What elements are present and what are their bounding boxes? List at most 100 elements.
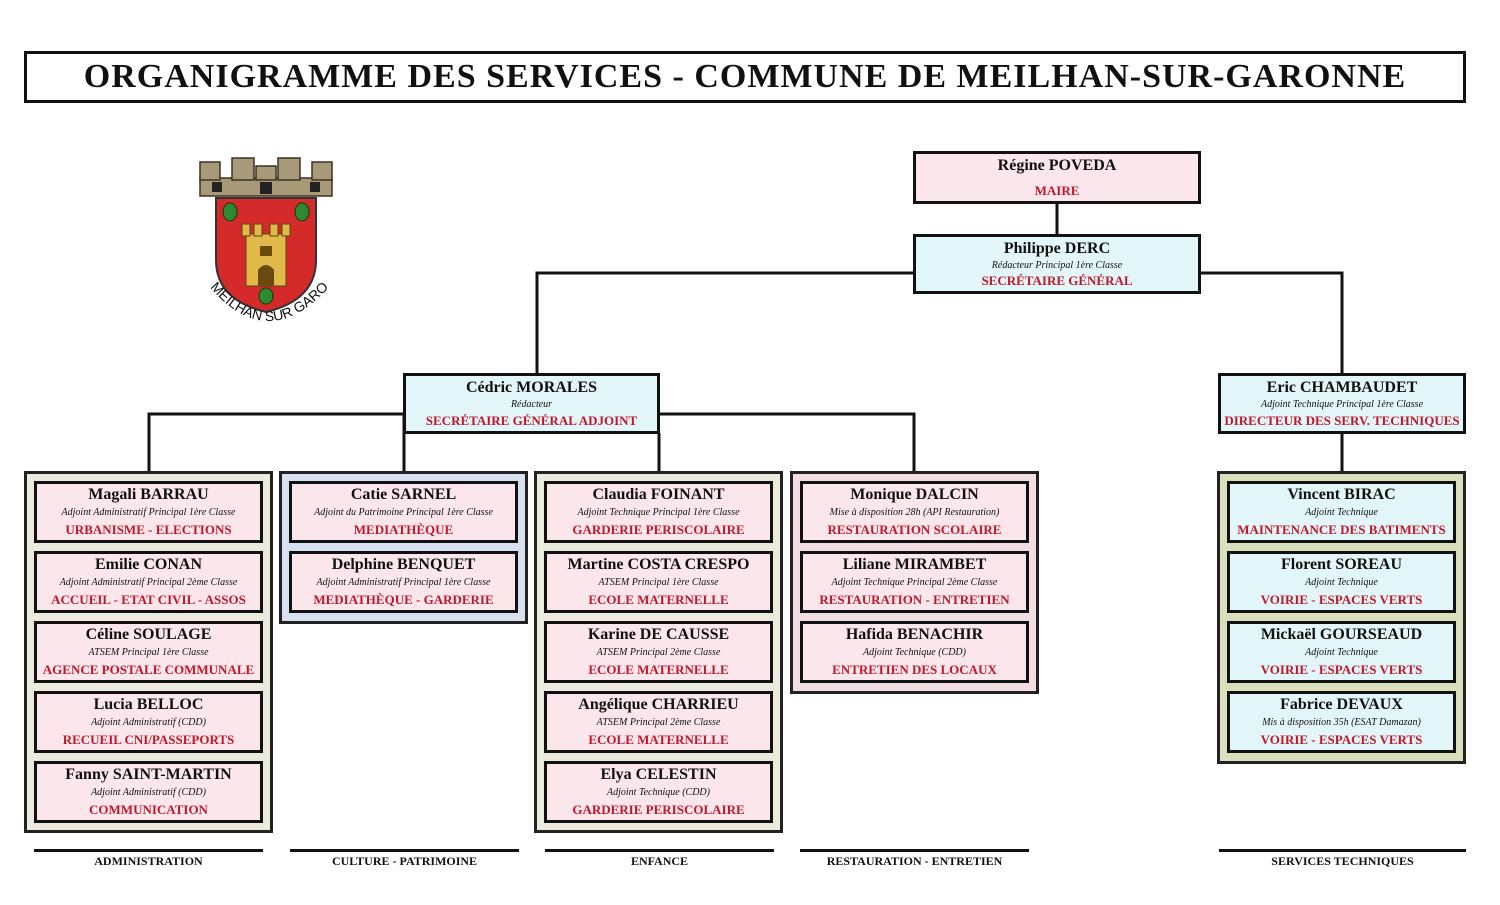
member-name: Elya CELESTIN — [600, 766, 717, 783]
member-function: ECOLE MATERNELLE — [588, 592, 729, 607]
section-label-administration: ADMINISTRATION — [34, 849, 263, 869]
member-function: MAINTENANCE DES BATIMENTS — [1237, 522, 1446, 537]
section-label-services-techniques: SERVICES TECHNIQUES — [1219, 849, 1466, 869]
directeur-technique-grade: Adjoint Technique Principal 1ère Classe — [1260, 399, 1424, 410]
member-function: RESTAURATION - ENTRETIEN — [819, 592, 1010, 607]
directeur-technique-card: Eric CHAMBAUDET Adjoint Technique Princi… — [1218, 373, 1466, 434]
member-name: Florent SOREAU — [1280, 556, 1403, 573]
member-card: Martine COSTA CRESPO ATSEM Principal 1èr… — [544, 551, 773, 613]
member-card: Emilie CONAN Adjoint Administratif Princ… — [34, 551, 263, 613]
connector-sga-right — [659, 412, 916, 472]
secretaire-adjoint-grade: Rédacteur — [510, 399, 553, 410]
member-name: Liliane MIRAMBET — [842, 556, 987, 573]
member-grade: ATSEM Principal 2ème Classe — [596, 647, 721, 658]
section-label-culture: CULTURE - PATRIMOINE — [290, 849, 519, 869]
group-enfance: Claudia FOINANT Adjoint Technique Princi… — [534, 471, 783, 833]
member-function: GARDERIE PERISCOLAIRE — [572, 522, 745, 537]
member-card: Delphine BENQUET Adjoint Administratif P… — [289, 551, 518, 613]
secretaire-general-function: SECRÉTAIRE GÉNÉRAL — [981, 273, 1133, 288]
secretaire-adjoint-name: Cédric MORALES — [465, 379, 598, 396]
member-name: Lucia BELLOC — [93, 696, 204, 713]
member-name: Mickaël GOURSEAUD — [1260, 626, 1423, 643]
maire-function: MAIRE — [1034, 183, 1080, 198]
member-function: VOIRIE - ESPACES VERTS — [1260, 732, 1423, 747]
member-name: Karine DE CAUSSE — [587, 626, 730, 643]
member-name: Magali BARRAU — [88, 486, 209, 503]
member-function: ACCUEIL - ETAT CIVIL - ASSOS — [51, 592, 246, 607]
connector-sga-left — [147, 412, 404, 472]
secretaire-general-grade: Rédacteur Principal 1ère Classe — [991, 259, 1123, 271]
member-function: AGENCE POSTALE COMMUNALE — [42, 662, 255, 677]
member-name: Catie SARNEL — [350, 486, 457, 503]
member-grade: ATSEM Principal 1ère Classe — [88, 647, 209, 658]
commune-crest: MEILHAN SUR GARONNE — [185, 137, 350, 350]
maire-card: Régine POVEDA MAIRE — [913, 151, 1201, 204]
member-name: Fabrice DEVAUX — [1280, 696, 1403, 713]
tower-coat-of-arms-icon: MEILHAN SUR GARONNE — [185, 137, 333, 324]
page-title-text: ORGANIGRAMME DES SERVICES - COMMUNE DE M… — [83, 58, 1407, 95]
member-card: Mickaël GOURSEAUD Adjoint Technique VOIR… — [1227, 621, 1456, 683]
secretaire-adjoint-card: Cédric MORALES Rédacteur SECRÉTAIRE GÉNÉ… — [403, 373, 660, 434]
member-grade: ATSEM Principal 2ème Classe — [596, 717, 721, 728]
member-name: Angélique CHARRIEU — [578, 696, 739, 713]
member-function: GARDERIE PERISCOLAIRE — [572, 802, 745, 817]
member-function: ECOLE MATERNELLE — [588, 662, 729, 677]
member-name: Céline SOULAGE — [85, 626, 212, 643]
member-card: Lucia BELLOC Adjoint Administratif (CDD)… — [34, 691, 263, 753]
member-function: URBANISME - ELECTIONS — [65, 522, 232, 537]
member-card: Céline SOULAGE ATSEM Principal 1ère Clas… — [34, 621, 263, 683]
section-label-restauration: RESTAURATION - ENTRETIEN — [800, 849, 1029, 869]
member-function: MEDIATHÈQUE — [353, 522, 454, 537]
maire-name: Régine POVEDA — [997, 157, 1117, 174]
member-function: VOIRIE - ESPACES VERTS — [1260, 592, 1423, 607]
member-grade: Adjoint Administratif Principal 1ère Cla… — [61, 507, 236, 518]
member-name: Fanny SAINT-MARTIN — [65, 766, 232, 783]
member-name: Hafida BENACHIR — [845, 626, 984, 643]
directeur-technique-function: DIRECTEUR DES SERV. TECHNIQUES — [1224, 413, 1460, 428]
member-function: MEDIATHÈQUE - GARDERIE — [313, 592, 494, 607]
group-restauration: Monique DALCIN Mise à disposition 28h (A… — [790, 471, 1039, 694]
member-grade: Mise à disposition 28h (API Restauration… — [829, 507, 1000, 518]
member-grade: Adjoint Technique — [1305, 507, 1378, 518]
member-grade: Adjoint Technique (CDD) — [607, 787, 710, 798]
member-card: Hafida BENACHIR Adjoint Technique (CDD) … — [800, 621, 1029, 683]
member-card: Magali BARRAU Adjoint Administratif Prin… — [34, 481, 263, 543]
member-card: Florent SOREAU Adjoint Technique VOIRIE … — [1227, 551, 1456, 613]
member-grade: Adjoint Technique — [1305, 577, 1378, 588]
page-title: ORGANIGRAMME DES SERVICES - COMMUNE DE M… — [24, 51, 1466, 103]
member-card: Elya CELESTIN Adjoint Technique (CDD) GA… — [544, 761, 773, 823]
member-card: Catie SARNEL Adjoint du Patrimoine Princ… — [289, 481, 518, 543]
secretaire-general-card: Philippe DERC Rédacteur Principal 1ère C… — [913, 234, 1201, 294]
member-grade: Adjoint Administratif Principal 2ème Cla… — [59, 577, 238, 588]
member-grade: Adjoint Administratif (CDD) — [91, 787, 206, 798]
member-name: Monique DALCIN — [850, 486, 979, 503]
member-name: Delphine BENQUET — [331, 556, 476, 573]
member-grade: Adjoint Technique — [1305, 647, 1378, 658]
member-card: Vincent BIRAC Adjoint Technique MAINTENA… — [1227, 481, 1456, 543]
member-function: RECUEIL CNI/PASSEPORTS — [62, 732, 235, 747]
member-name: Emilie CONAN — [94, 556, 203, 573]
member-function: ECOLE MATERNELLE — [588, 732, 729, 747]
member-grade: Adjoint Administratif (CDD) — [91, 717, 206, 728]
member-function: ENTRETIEN DES LOCAUX — [832, 662, 997, 677]
member-grade: Adjoint du Patrimoine Principal 1ère Cla… — [314, 507, 493, 518]
group-culture: Catie SARNEL Adjoint du Patrimoine Princ… — [279, 471, 528, 624]
secretaire-adjoint-function: SECRÉTAIRE GÉNÉRAL ADJOINT — [425, 413, 638, 428]
section-label-enfance: ENFANCE — [545, 849, 774, 869]
member-name: Vincent BIRAC — [1287, 486, 1396, 503]
member-grade: Mis à disposition 35h (ESAT Damazan) — [1262, 717, 1421, 728]
connector-sg-tech — [1200, 271, 1344, 374]
secretaire-general-name: Philippe DERC — [1003, 240, 1111, 257]
member-grade: Adjoint Technique Principal 1ère Classe — [577, 507, 740, 518]
member-function: COMMUNICATION — [89, 802, 208, 817]
member-card: Fabrice DEVAUX Mis à disposition 35h (ES… — [1227, 691, 1456, 753]
member-grade: Adjoint Technique Principal 2ème Classe — [831, 577, 998, 588]
member-card: Monique DALCIN Mise à disposition 28h (A… — [800, 481, 1029, 543]
member-card: Fanny SAINT-MARTIN Adjoint Administratif… — [34, 761, 263, 823]
member-name: Martine COSTA CRESPO — [567, 556, 750, 573]
directeur-technique-name: Eric CHAMBAUDET — [1266, 379, 1418, 396]
member-card: Liliane MIRAMBET Adjoint Technique Princ… — [800, 551, 1029, 613]
connector-sg-branches — [535, 271, 915, 374]
group-services-techniques: Vincent BIRAC Adjoint Technique MAINTENA… — [1217, 471, 1466, 764]
member-name: Claudia FOINANT — [592, 486, 725, 503]
